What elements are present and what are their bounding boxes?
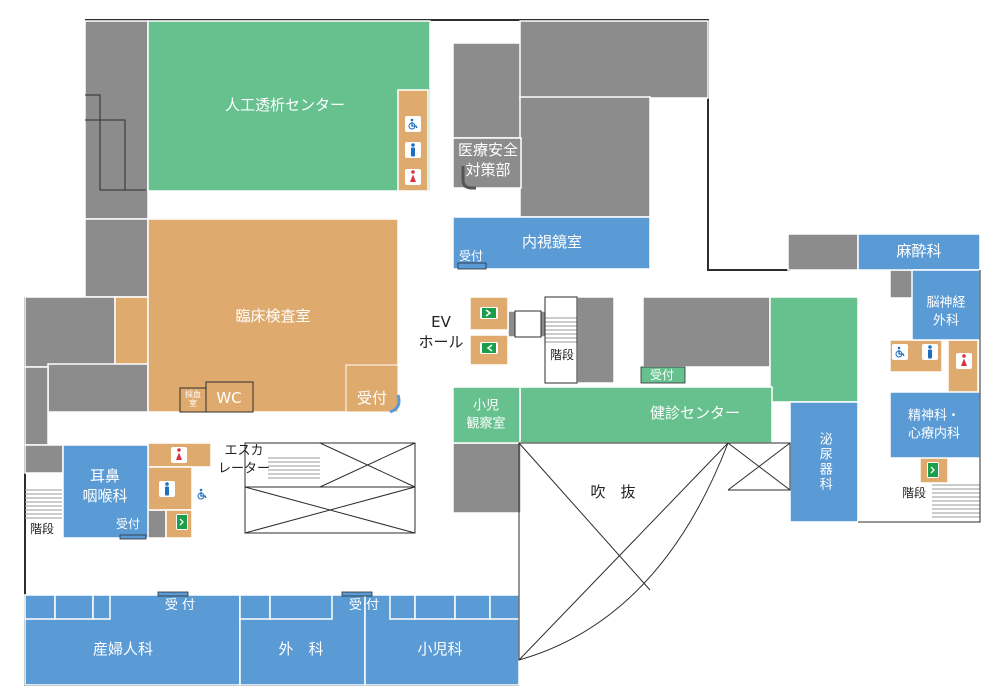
checkup-reception-label: 受付	[649, 367, 675, 382]
reception-left-label: 受 付	[164, 598, 196, 614]
stairs-left-label: 階段	[27, 520, 57, 538]
wheelchair-icon	[405, 116, 421, 132]
stairs-center-label: 階段	[547, 346, 577, 364]
male-restroom-icon	[159, 481, 175, 497]
psychiatry-label: 精神科・ 心療内科	[907, 408, 961, 441]
blood-collection-label: 採血 室	[185, 390, 201, 408]
wheelchair-icon	[194, 486, 210, 502]
emergency-exit-icon	[480, 307, 498, 319]
wc-label: WC	[216, 388, 242, 407]
neurosurgery-label: 脳神経 外科	[926, 295, 966, 328]
surgery-label: 外 科	[278, 639, 324, 658]
anesthesiology-label: 麻酔科	[896, 241, 942, 260]
endoscopy-reception-label: 受付	[458, 248, 484, 263]
ent-reception-label: 受付	[115, 516, 141, 531]
emergency-exit-icon	[927, 462, 939, 478]
female-restroom-icon	[171, 447, 187, 463]
wheelchair-icon	[892, 344, 908, 360]
female-restroom-icon	[956, 353, 972, 369]
endoscopy-label: 内視鏡室	[521, 232, 583, 251]
clinical-lab-label: 臨床検査室	[235, 306, 311, 325]
pediatric-observation-label: 小児 観察室	[466, 398, 506, 431]
lab-reception-label: 受付	[356, 388, 388, 407]
stairs-right-label: 階段	[901, 485, 927, 500]
ent-label: 耳鼻 咽喉科	[82, 466, 128, 505]
reception-right-label: 受 付	[348, 598, 380, 614]
escalator-label: エスカ レーター	[217, 443, 271, 476]
pediatrics-label: 小児科	[417, 639, 463, 658]
ev-hall-label: EV ホール	[418, 312, 464, 351]
medical-safety-label: 医療安全 対策部	[457, 140, 519, 179]
dialysis-center-label: 人工透析センター	[224, 95, 346, 114]
emergency-exit-icon	[480, 342, 498, 354]
male-restroom-icon	[922, 344, 938, 360]
atrium-label: 吹 抜	[590, 482, 636, 501]
female-restroom-icon	[405, 169, 421, 185]
health-checkup-label: 健診センター	[649, 403, 741, 422]
male-restroom-icon	[405, 142, 421, 158]
emergency-exit-icon	[176, 514, 188, 530]
urology-label: 泌尿器科	[816, 432, 832, 492]
obstetrics-label: 産婦人科	[92, 639, 154, 658]
